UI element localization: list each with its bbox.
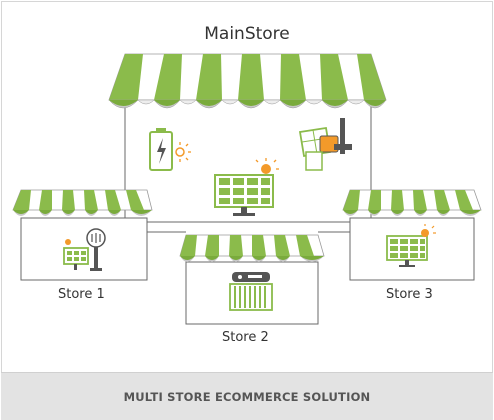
store-1-label: Store 1: [58, 287, 105, 302]
store-2-awning: [179, 234, 325, 262]
store-2-label: Store 2: [222, 330, 269, 345]
solar-panel-icon: [214, 158, 279, 216]
solar-heater-icon: [229, 272, 273, 311]
store-1-awning: [12, 189, 153, 216]
store-3-awning: [342, 189, 482, 216]
solar-street-light-icon: [63, 228, 106, 271]
main-store-title: MainStore: [204, 24, 290, 44]
store-3-label: Store 3: [386, 287, 433, 302]
solar-panel-icon: [386, 224, 436, 267]
footer-text: MULTI STORE ECOMMERCE SOLUTION: [123, 390, 371, 404]
battery-icon: [149, 128, 191, 171]
main-store-awning: [108, 53, 387, 109]
footer-bar: MULTI STORE ECOMMERCE SOLUTION: [1, 372, 493, 420]
solar-water-heater-icon: [298, 118, 352, 171]
